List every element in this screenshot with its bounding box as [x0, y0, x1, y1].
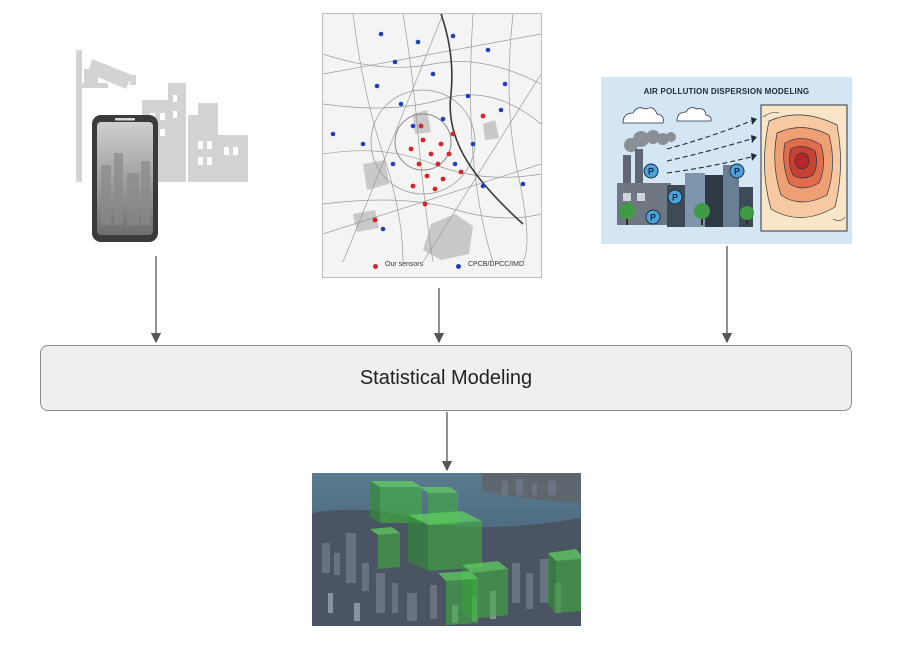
parking-letter: P [672, 193, 678, 203]
smartphone-smog-icon [76, 50, 248, 242]
dispersion-modeling-card: AIR POLLUTION DISPERSION MODELING [601, 77, 852, 244]
legend-swatch-cpcb [456, 264, 461, 269]
dispersion-illustration: P P P P [617, 104, 848, 232]
legend-label-cpcb: CPCB/DPCC/IMD [468, 261, 525, 268]
3d-city-pollution-icon [312, 473, 581, 626]
parking-letter: P [734, 167, 740, 177]
cloud-icon [622, 107, 712, 124]
smartphone-icon [92, 115, 158, 242]
map-roads [323, 14, 541, 262]
city-aerial-image [312, 473, 581, 626]
statistical-modeling-box: Statistical Modeling [40, 345, 852, 411]
cctv-camera-icon [76, 50, 136, 182]
map-legend: Our sensors CPCB/DPCC/IMD [323, 261, 541, 273]
dispersion-title: AIR POLLUTION DISPERSION MODELING [643, 87, 810, 96]
legend-label-our-sensors: Our sensors [385, 261, 424, 268]
parking-letter: P [650, 213, 656, 223]
smoke-icon [624, 130, 676, 152]
parking-badge-icon [643, 163, 745, 225]
statistical-modeling-label: Statistical Modeling [359, 366, 533, 389]
pollution-volume-icon [370, 481, 581, 625]
parking-letter: P [648, 167, 654, 177]
tree-icon [619, 203, 754, 225]
dispersion-heatmap-icon [760, 104, 848, 232]
legend-swatch-our-sensors [373, 264, 378, 269]
sensor-map: Our sensors CPCB/DPCC/IMD [322, 13, 542, 278]
